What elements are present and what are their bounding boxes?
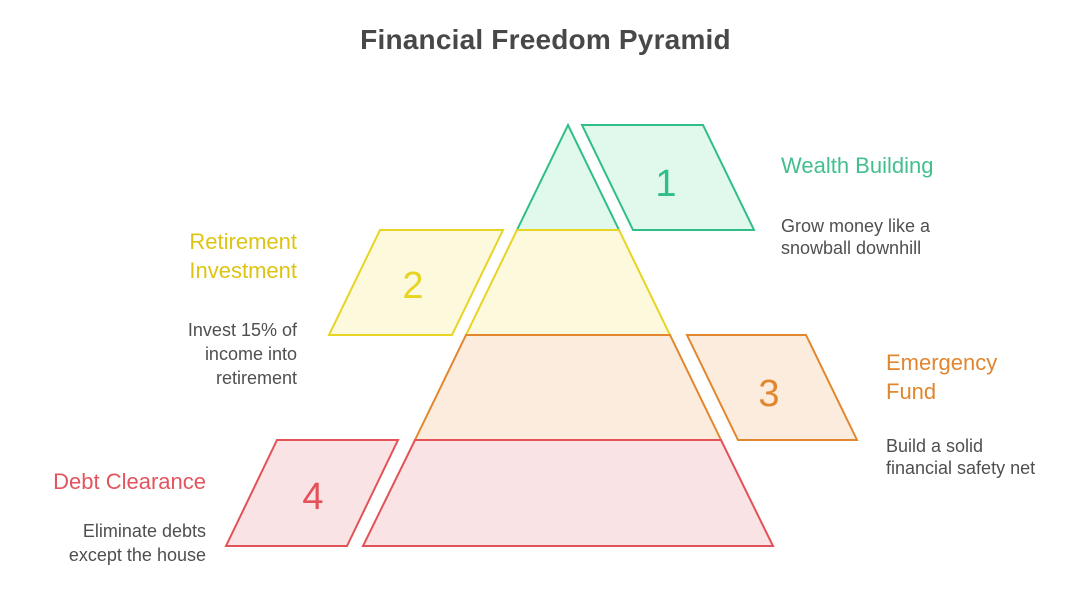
wealth-building-heading: Wealth Building <box>781 153 934 178</box>
tab-1-shape <box>580 124 756 231</box>
tab-3-shape <box>685 334 859 441</box>
pyramid-level-4-shape <box>361 439 775 547</box>
tab-4-number: 4 <box>302 476 323 518</box>
pyramid-level-3-shape <box>413 334 723 441</box>
debt-clearance-heading: Debt Clearance <box>53 469 206 494</box>
tab-2-shape <box>327 229 505 336</box>
retirement-investment-description: Invest 15% of income into retirement <box>187 320 297 388</box>
tab-1-number: 1 <box>655 163 676 205</box>
tab-4-shape <box>224 439 400 547</box>
page-title: Financial Freedom Pyramid <box>360 24 731 55</box>
retirement-investment-heading: Retirement Investment <box>189 229 297 283</box>
debt-clearance-description: Eliminate debts except the house <box>68 521 206 565</box>
debt-clearance-label: Debt Clearance Eliminate debts except th… <box>53 449 206 585</box>
emergency-fund-description: Build a solid financial safety net <box>886 436 1036 478</box>
retirement-investment-label: Retirement Investment Invest 15% of inco… <box>188 209 297 408</box>
pyramid-level-2-shape <box>464 229 672 336</box>
tab-2-number: 2 <box>402 265 423 307</box>
emergency-fund-heading: Emergency Fund <box>886 350 998 404</box>
tab-3-number: 3 <box>758 373 779 415</box>
wealth-building-description: Grow money like a snowball downhill <box>781 216 931 258</box>
wealth-building-label: Wealth Building Grow money like a snowba… <box>781 133 933 277</box>
emergency-fund-label: Emergency Fund Build a solid financial s… <box>886 330 1035 497</box>
